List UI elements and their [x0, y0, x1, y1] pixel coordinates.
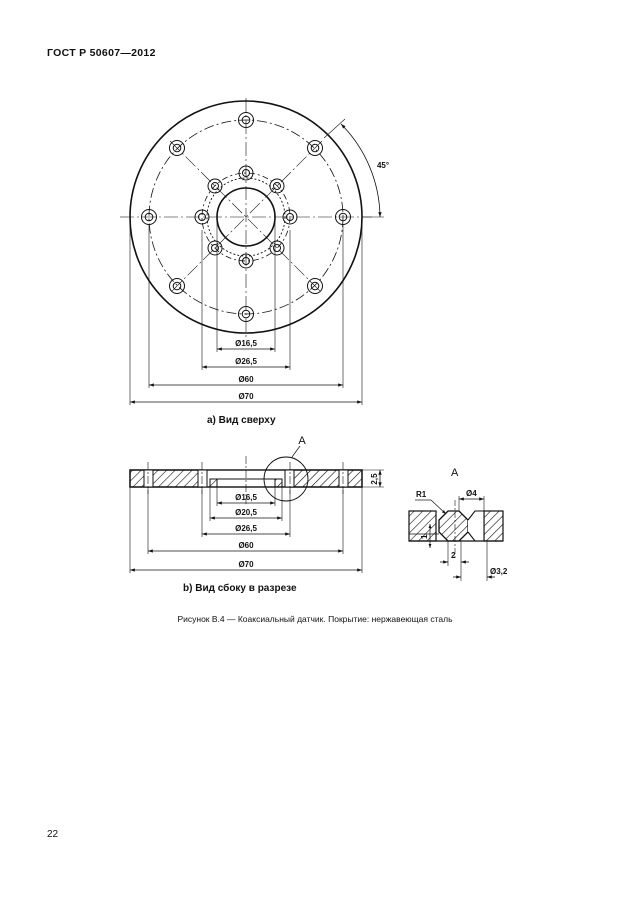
- height-label: 1: [420, 534, 429, 539]
- bolt-hole: [282, 209, 298, 225]
- radius-label: R1: [416, 490, 427, 499]
- side-view-caption: b) Вид сбоку в разрезе: [183, 583, 297, 594]
- detail-labels: A R1 Ø4 1 2 Ø3,2: [416, 467, 508, 576]
- dim-label: Ø70: [238, 392, 254, 401]
- hatched-segment: [209, 478, 218, 488]
- bolt-hole: [238, 253, 254, 269]
- hatched-segment: [274, 478, 283, 488]
- diameter-label: Ø4: [466, 489, 477, 498]
- bolt-hole: [238, 112, 254, 128]
- dim-label: Ø26,5: [235, 357, 257, 366]
- dim-label: Ø16,5: [235, 339, 257, 348]
- dim-label: Ø60: [238, 375, 254, 384]
- bore-label: Ø3,2: [490, 567, 508, 576]
- bolt-hole: [207, 240, 223, 256]
- detail-a: [408, 496, 504, 581]
- diagonal-centerline-2: [169, 140, 323, 294]
- bolt-hole: [207, 178, 223, 194]
- bolt-hole: [169, 140, 185, 156]
- angle-label: 45°: [377, 161, 389, 170]
- bolt-hole: [169, 278, 185, 294]
- dim-label: Ø60: [238, 541, 254, 550]
- bolt-hole: [194, 209, 210, 225]
- inner-bolt-holes: [194, 165, 298, 269]
- bolt-hole: [238, 165, 254, 181]
- hatched-segment: [289, 469, 363, 488]
- bolt-hole: [307, 140, 323, 156]
- document-header: ГОСТ Р 50607—2012: [47, 47, 156, 59]
- side-view-labels: A 2,5 Ø16,5 Ø20,5 Ø26,5 Ø60 Ø70: [235, 435, 379, 569]
- side-view: [129, 445, 384, 573]
- bolt-hole: [141, 209, 157, 225]
- top-view-labels: 45° Ø16,5 Ø26,5 Ø60 Ø70: [235, 161, 389, 401]
- diagonal-centerline-1: [169, 140, 323, 294]
- inner-bolt-circle: [201, 172, 291, 262]
- hatched-segment: [129, 469, 203, 488]
- detail-title: A: [451, 467, 459, 479]
- section-label: A: [298, 435, 306, 447]
- bolt-hole: [238, 306, 254, 322]
- bolt-hole: [269, 240, 285, 256]
- dim-label: Ø26,5: [235, 524, 257, 533]
- offset-label: 2: [451, 551, 456, 560]
- top-view: [120, 98, 384, 405]
- thickness-label: 2,5: [370, 473, 379, 485]
- dim-label: Ø16,5: [235, 493, 257, 502]
- bolt-hole: [307, 278, 323, 294]
- dim-label: Ø20,5: [235, 508, 257, 517]
- figure-caption: Рисунок В.4 — Коаксиальный датчик. Покры…: [177, 614, 453, 624]
- top-view-caption: а) Вид сверху: [207, 415, 276, 426]
- dim-label: Ø70: [238, 560, 254, 569]
- section-circle: [263, 456, 309, 502]
- bolt-hole: [269, 178, 285, 194]
- detail-ring: [438, 510, 469, 542]
- angle-dimension-arc: [340, 123, 382, 218]
- page-number: 22: [47, 829, 59, 840]
